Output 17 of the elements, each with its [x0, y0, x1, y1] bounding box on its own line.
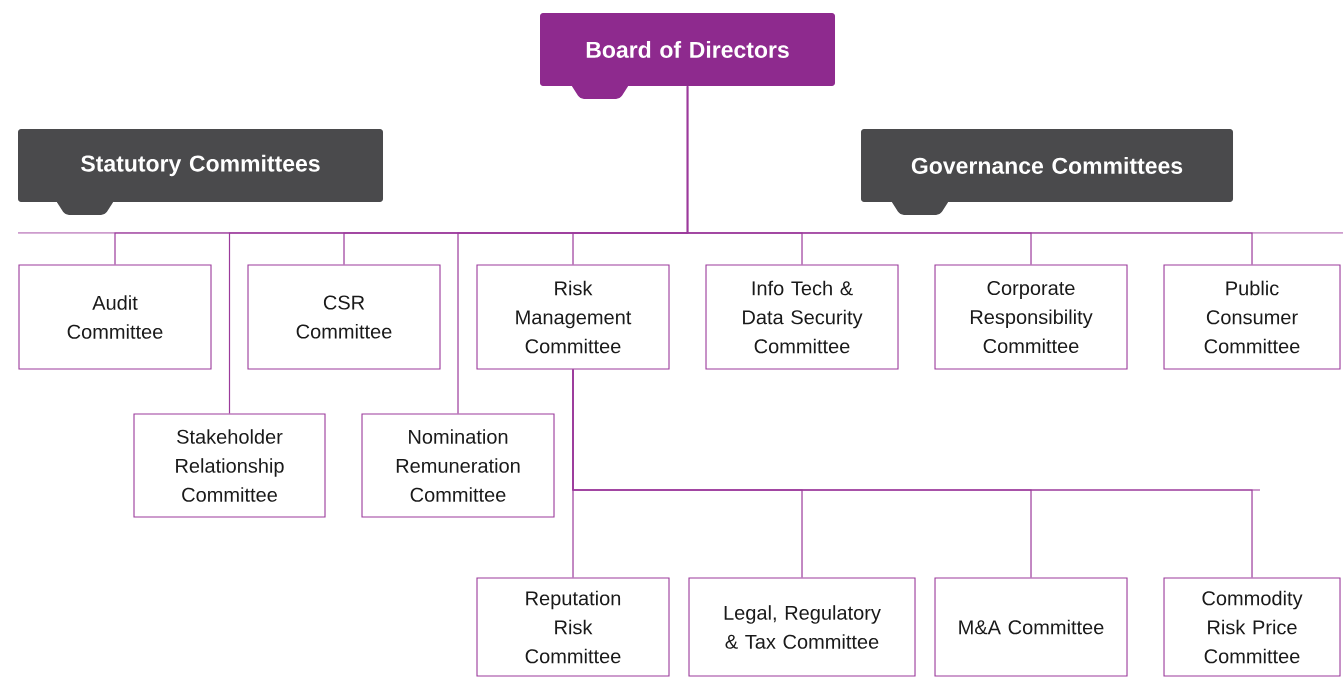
committee-box: Commodity Risk Price Committee	[1163, 577, 1341, 677]
committee-box: Audit Committee	[18, 264, 212, 370]
committee-box: M&A Committee	[934, 577, 1128, 677]
committee-box: Legal, Regulatory & Tax Committee	[688, 577, 916, 677]
committee-box: Risk Management Committee	[476, 264, 670, 370]
committee-box: Public Consumer Committee	[1163, 264, 1341, 370]
connector-line	[686, 85, 1253, 266]
board-box: Board of Directors	[540, 13, 835, 99]
committee-box: Corporate Responsibility Committee	[934, 264, 1128, 370]
connector-line	[572, 368, 1253, 579]
committee-box: Nomination Remuneration Committee	[361, 413, 555, 518]
committee-box: Reputation Risk Committee	[476, 577, 670, 677]
committee-box: Info Tech & Data Security Committee	[705, 264, 899, 370]
group-header-box: Statutory Committees	[18, 129, 383, 215]
group-header-box: Governance Committees	[861, 129, 1233, 215]
committee-box: CSR Committee	[247, 264, 441, 370]
committee-box: Stakeholder Relationship Committee	[133, 413, 326, 518]
